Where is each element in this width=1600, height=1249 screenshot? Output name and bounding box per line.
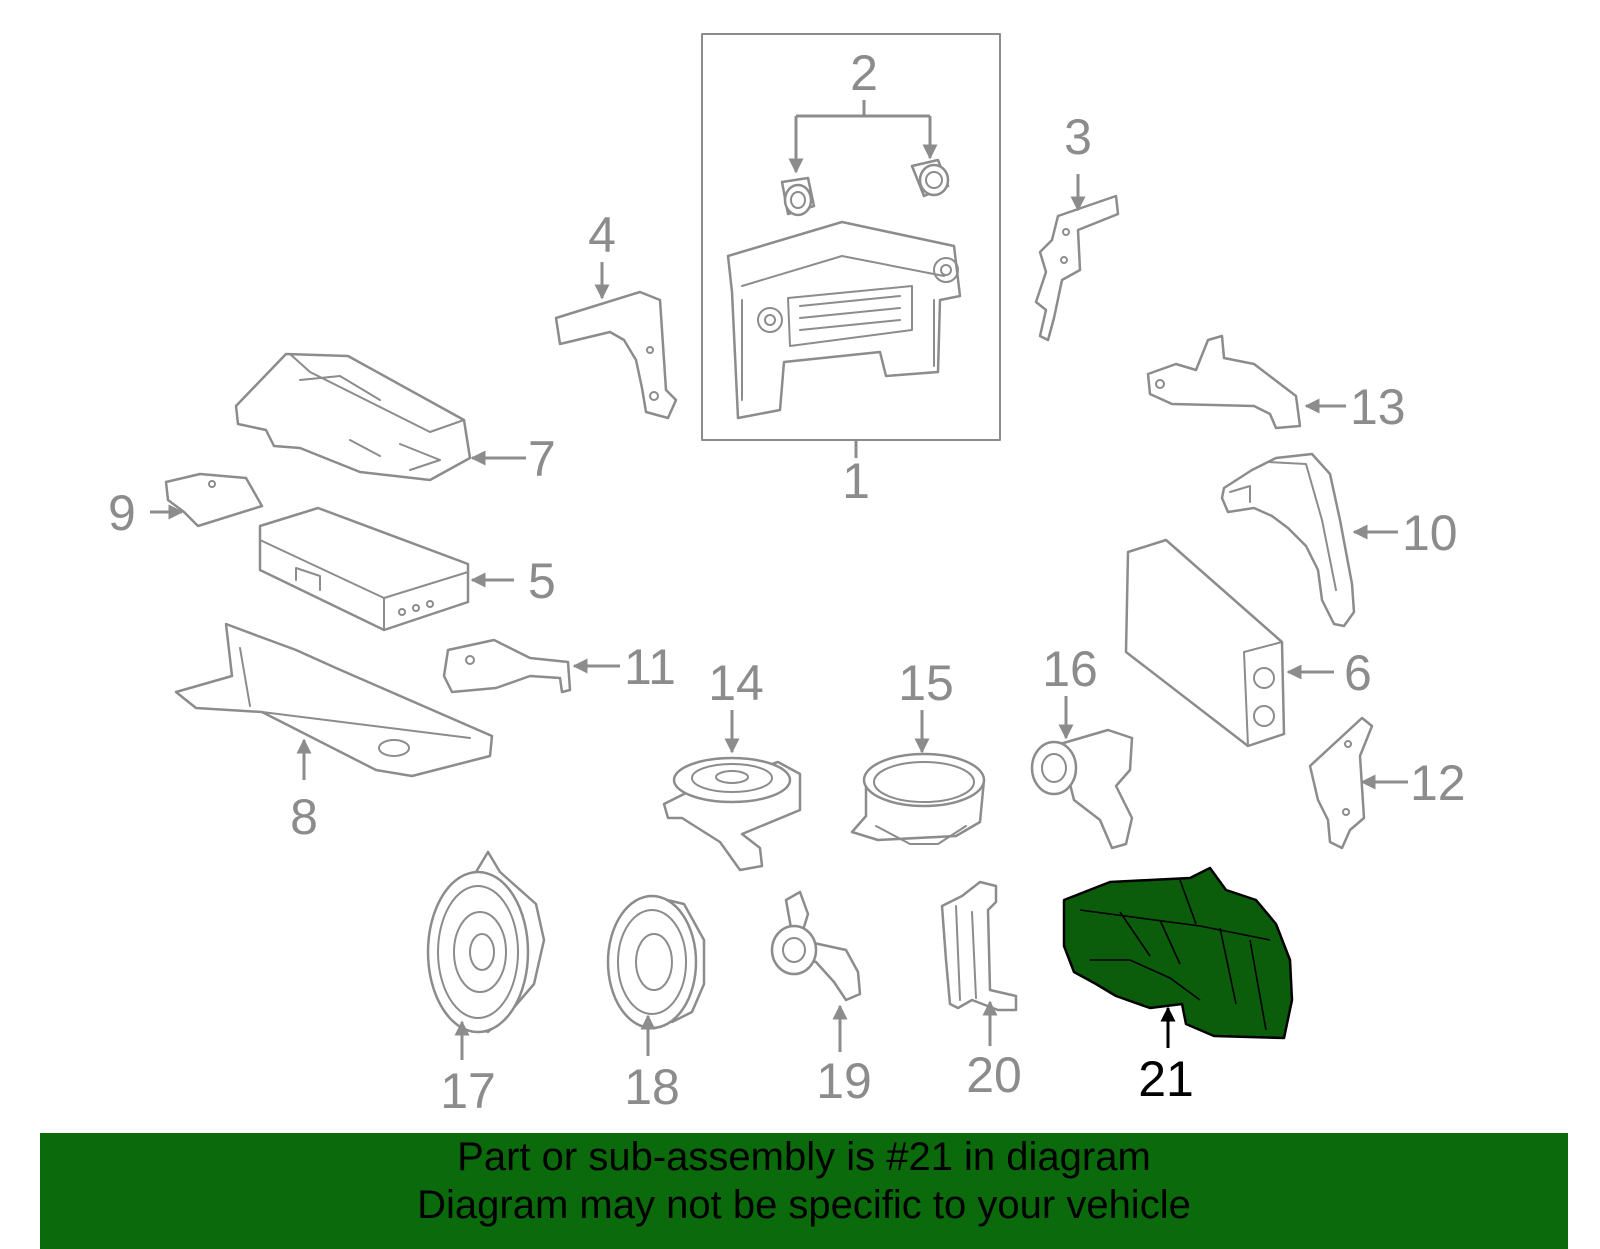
part-1-audio-head-unit <box>701 33 1001 441</box>
callout-4: 4 <box>588 207 616 263</box>
callout-7: 7 <box>528 431 556 487</box>
callout-5: 5 <box>528 553 556 609</box>
callout-21: 21 <box>1138 1051 1194 1107</box>
part-4-bracket <box>554 290 678 420</box>
callout-15: 15 <box>898 655 954 711</box>
part-2-knobs <box>780 158 950 217</box>
callout-16: 16 <box>1042 641 1098 697</box>
part-8-tray <box>174 622 494 778</box>
callout-13: 13 <box>1350 379 1406 435</box>
callout-19: 19 <box>816 1053 872 1109</box>
callout-3: 3 <box>1064 109 1092 165</box>
part-21-highlighted-part <box>1062 866 1294 1040</box>
part-15-speaker-ring <box>850 752 986 845</box>
part-7-cover <box>234 352 472 482</box>
part-13-bracket <box>1146 334 1302 430</box>
part-16-tweeter <box>1030 728 1134 850</box>
part-14-speaker <box>662 756 802 872</box>
callout-leaders <box>150 100 1408 1060</box>
callout-17: 17 <box>440 1063 496 1119</box>
banner-line-1: Part or sub-assembly is #21 in diagram <box>457 1135 1151 1179</box>
part-10-bracket <box>1220 452 1356 628</box>
part-17-speaker <box>426 850 546 1034</box>
part-19-tweeter <box>770 890 862 1002</box>
part-9-bracket <box>164 472 264 528</box>
callout-6: 6 <box>1344 645 1372 701</box>
callout-14: 14 <box>708 655 764 711</box>
part-18-speaker <box>606 894 706 1030</box>
part-20-bracket <box>940 880 1018 1012</box>
info-banner: Part or sub-assembly is #21 in diagram D… <box>40 1133 1568 1249</box>
callout-18: 18 <box>624 1059 680 1115</box>
part-11-bracket <box>442 638 572 694</box>
callout-11: 11 <box>624 639 676 695</box>
callout-10: 10 <box>1402 505 1458 561</box>
callout-20: 20 <box>966 1047 1022 1103</box>
callout-1: 1 <box>842 453 870 509</box>
callout-12: 12 <box>1410 755 1466 811</box>
banner-line-2: Diagram may not be specific to your vehi… <box>417 1183 1191 1227</box>
callout-9: 9 <box>108 485 136 541</box>
part-3-bracket <box>1034 194 1120 342</box>
part-5-amplifier <box>258 506 470 632</box>
callout-8: 8 <box>290 789 318 845</box>
callout-2: 2 <box>850 45 878 101</box>
part-6-module <box>1124 538 1286 748</box>
part-12-bracket <box>1308 716 1374 850</box>
